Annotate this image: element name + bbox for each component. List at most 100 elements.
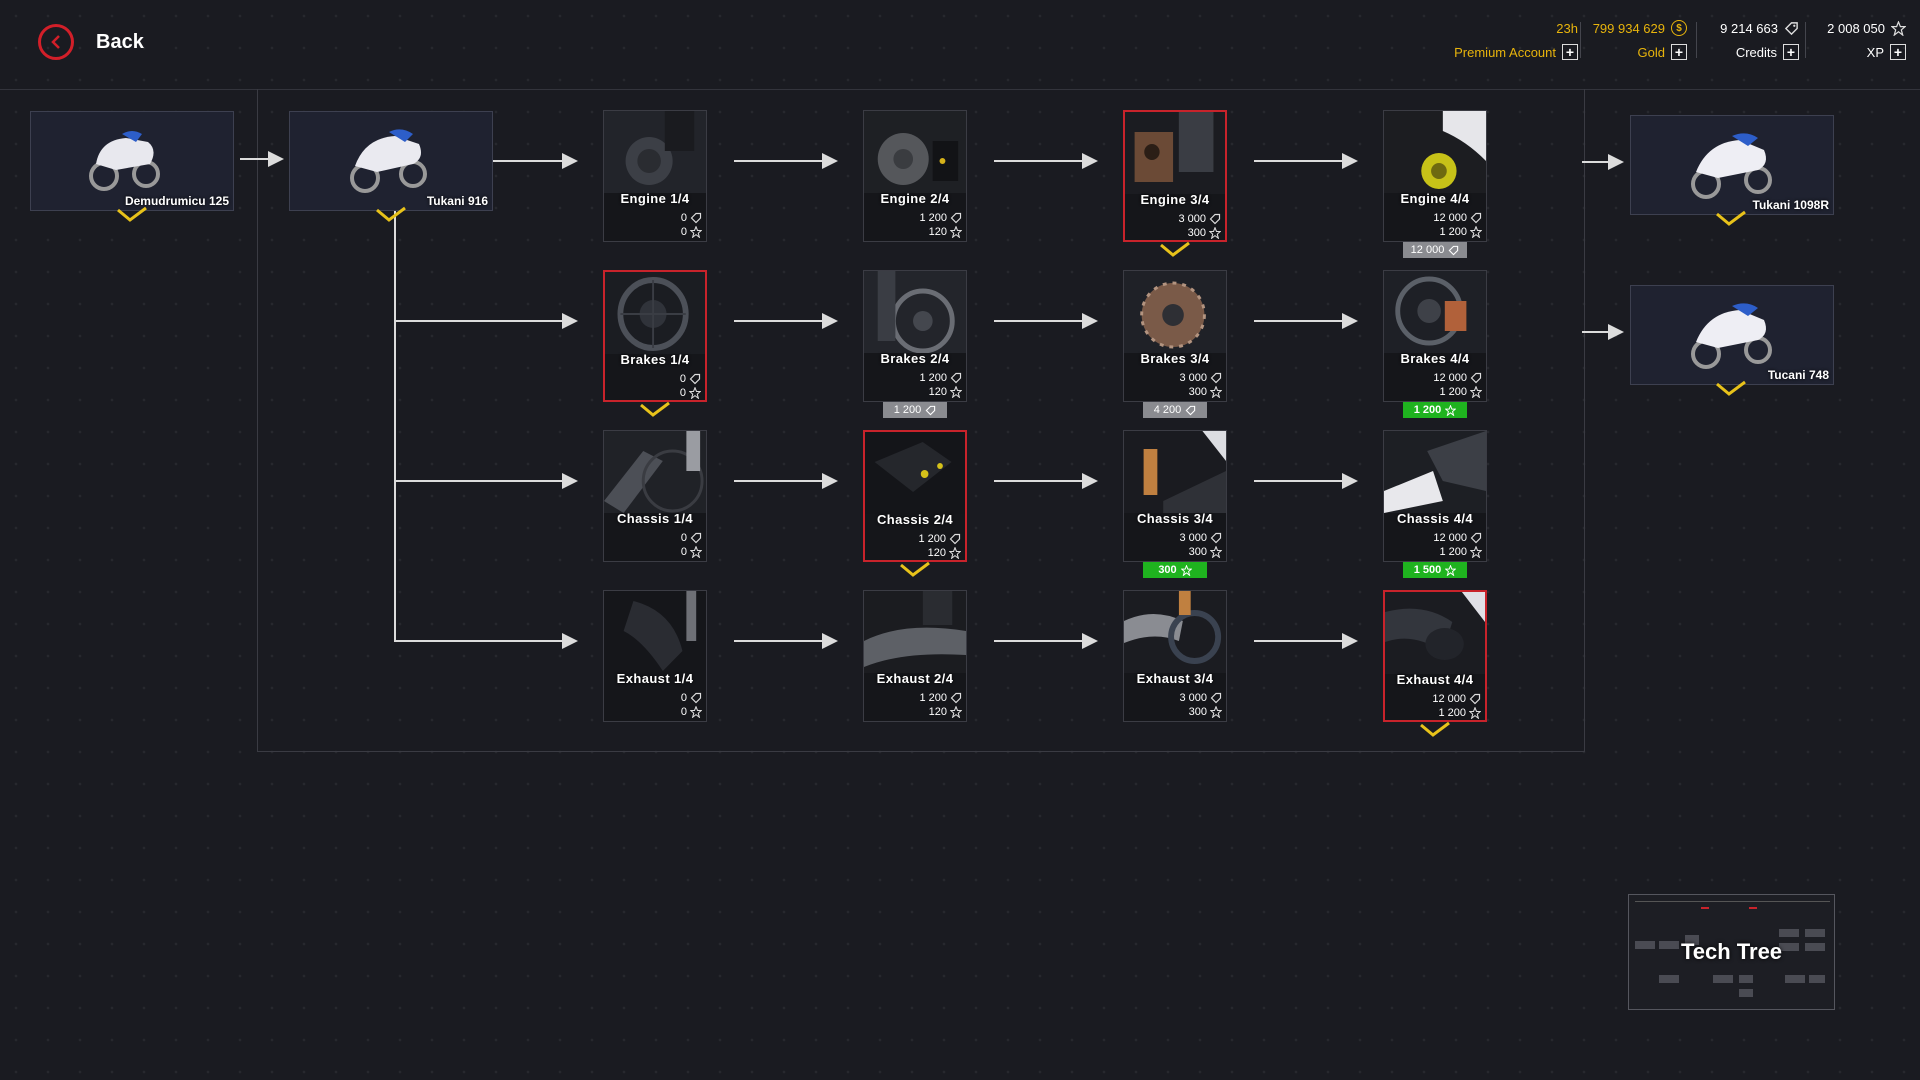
credits-icon [690, 532, 702, 544]
xp-star-icon [689, 387, 701, 399]
upgrade-node-exhaust-2[interactable]: Exhaust 2/4 1 200 120 [863, 590, 967, 722]
add-premium-button[interactable]: + [1562, 44, 1578, 60]
back-button[interactable]: Back [38, 24, 144, 60]
bike-card-tukani-1098r[interactable]: Tukani 1098R [1630, 115, 1834, 215]
upgrade-title: Chassis 3/4 [1137, 511, 1213, 526]
badge-value: 12 000 [1410, 244, 1445, 256]
bike-name: Tukani 916 [426, 194, 488, 208]
upgrade-node-chassis-1[interactable]: Chassis 1/4 0 0 [603, 430, 707, 562]
research-cost-badge: 12 000 [1403, 242, 1467, 258]
credits-icon [1210, 372, 1222, 384]
minimap-node [1659, 941, 1679, 949]
bike-card-tucani-748[interactable]: Tucani 748 [1630, 285, 1834, 385]
back-label: Back [96, 30, 144, 53]
xp-cost: 120 [928, 226, 947, 238]
engine-part-image [1125, 112, 1225, 194]
minimap-node [1779, 929, 1799, 937]
xp-cost-badge: 300 [1143, 562, 1207, 578]
add-credits-button[interactable]: + [1783, 44, 1799, 60]
upgrade-node-chassis-3[interactable]: Chassis 3/4 3 000 300 [1123, 430, 1227, 562]
add-gold-button[interactable]: + [1671, 44, 1687, 60]
upgrade-title: Engine 4/4 [1400, 191, 1470, 206]
exhaust-part-image [1385, 592, 1485, 674]
xp-star-icon [949, 547, 961, 559]
credits-balance: 9 214 663 Credits + [1720, 18, 1799, 62]
upgrade-node-exhaust-4[interactable]: Exhaust 4/4 12 000 1 200 [1383, 590, 1487, 722]
credits-label: Credits [1735, 44, 1777, 60]
minimap-node [1785, 975, 1805, 983]
engine-part-image [604, 111, 706, 193]
upgrade-node-engine-2[interactable]: Engine 2/4 1 200 120 [863, 110, 967, 242]
upgrade-title: Engine 2/4 [880, 191, 950, 206]
badge-value: 1 200 [893, 404, 922, 416]
upgrade-title: Chassis 1/4 [617, 511, 693, 526]
upgrade-node-chassis-4[interactable]: Chassis 4/4 12 000 1 200 [1383, 430, 1487, 562]
credits-icon [689, 373, 701, 385]
upgrade-node-chassis-2[interactable]: Chassis 2/4 1 200 120 [863, 430, 967, 562]
upgrade-node-engine-4[interactable]: Engine 4/4 12 000 1 200 [1383, 110, 1487, 242]
xp-cost: 0 [680, 546, 687, 558]
brakes-part-image [1384, 271, 1486, 353]
credit-cost: 3 000 [1179, 532, 1207, 544]
xp-value: 2 008 050 [1827, 20, 1885, 36]
upgrade-title: Exhaust 4/4 [1396, 672, 1474, 687]
upgrade-node-engine-1[interactable]: Engine 1/4 0 0 [603, 110, 707, 242]
credit-cost: 1 200 [919, 692, 947, 704]
back-arrow-icon [38, 24, 74, 60]
upgrade-title: Brakes 3/4 [1140, 351, 1210, 366]
credits-icon [949, 533, 961, 545]
minimap-node [1739, 989, 1753, 997]
xp-cost: 1 200 [1439, 386, 1467, 398]
minimap-node [1805, 943, 1825, 951]
credits-value: 9 214 663 [1720, 20, 1778, 36]
credit-cost: 12 000 [1432, 693, 1466, 705]
upgrade-node-brakes-2[interactable]: Brakes 2/4 1 200 120 [863, 270, 967, 402]
upgrade-node-brakes-3[interactable]: Brakes 3/4 3 000 300 [1123, 270, 1227, 402]
tech-tree-minimap[interactable]: Tech Tree [1628, 894, 1835, 1010]
research-cost-badge: 4 200 [1143, 402, 1207, 418]
minimap-node [1685, 935, 1699, 945]
unlocked-check-icon [1716, 210, 1746, 226]
bike-card-demudrumicu[interactable]: Demudrumicu 125 [30, 111, 234, 211]
badge-value: 1 200 [1413, 404, 1442, 416]
premium-account: 23h Premium Account + [1454, 18, 1578, 62]
upgrade-title: Engine 3/4 [1140, 192, 1210, 207]
motorcycle-icon [1691, 133, 1772, 199]
upgrade-node-brakes-4[interactable]: Brakes 4/4 12 000 1 200 [1383, 270, 1487, 402]
engine-part-image [1384, 111, 1486, 193]
upgrade-title: Exhaust 3/4 [1136, 671, 1214, 686]
upgrade-node-exhaust-1[interactable]: Exhaust 1/4 0 0 [603, 590, 707, 722]
xp-star-icon [1470, 386, 1482, 398]
upgrade-node-brakes-1[interactable]: Brakes 1/4 0 0 [603, 270, 707, 402]
minimap-node [1713, 975, 1733, 983]
xp-cost: 300 [1187, 227, 1206, 239]
upgrade-node-exhaust-3[interactable]: Exhaust 3/4 3 000 300 [1123, 590, 1227, 722]
xp-star-icon [1469, 707, 1481, 719]
credit-cost: 12 000 [1433, 372, 1467, 384]
minimap-node [1805, 929, 1825, 937]
credits-icon [1209, 213, 1221, 225]
upgrade-node-engine-3[interactable]: Engine 3/4 3 000 300 [1123, 110, 1227, 242]
credits-icon [1185, 405, 1196, 415]
xp-cost: 0 [680, 706, 687, 718]
motorcycle-icon [89, 131, 160, 191]
gold-balance: 799 934 629 $ Gold + [1593, 18, 1687, 62]
minimap-node [1739, 975, 1753, 983]
minimap-node [1659, 975, 1679, 983]
gold-value: 799 934 629 [1592, 20, 1665, 36]
divider [1805, 22, 1806, 58]
add-xp-button[interactable]: + [1890, 44, 1906, 60]
xp-cost-badge: 1 200 [1403, 402, 1467, 418]
brakes-part-image [605, 272, 705, 354]
xp-star-icon [1470, 226, 1482, 238]
upgrade-title: Brakes 1/4 [620, 352, 690, 367]
credits-icon [1469, 693, 1481, 705]
xp-cost: 300 [1188, 386, 1207, 398]
xp-star-icon [690, 546, 702, 558]
xp-cost: 300 [1188, 546, 1207, 558]
upgrade-title: Brakes 2/4 [880, 351, 950, 366]
credit-cost: 1 200 [918, 533, 946, 545]
engine-part-image [864, 111, 966, 193]
upgrade-title: Chassis 4/4 [1397, 511, 1473, 526]
bike-card-tukani-916[interactable]: Tukani 916 [289, 111, 493, 211]
